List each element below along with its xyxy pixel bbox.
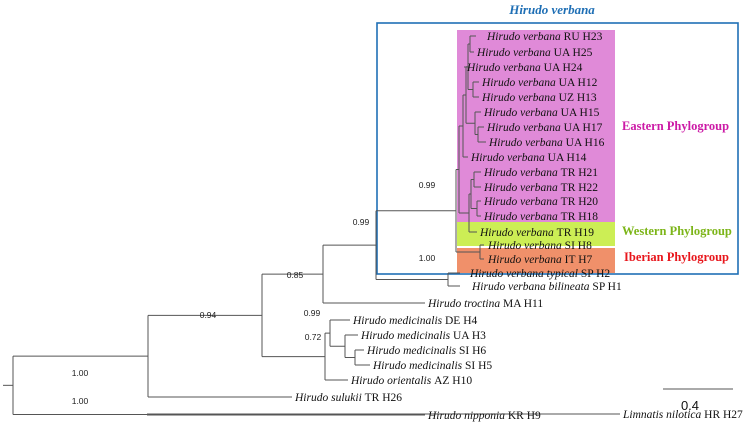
leaf-label: Hirudo medicinalis SI H6 bbox=[366, 345, 486, 357]
leaf-label: Hirudo verbana UA H12 bbox=[481, 77, 598, 89]
tree-branches bbox=[3, 35, 620, 416]
iberian-phylogroup-highlight bbox=[457, 248, 615, 273]
leaf-label: Hirudo troctina MA H11 bbox=[427, 298, 543, 310]
leaf-label: Hirudo orientalis AZ H10 bbox=[350, 375, 472, 387]
leaf-label: Hirudo verbana TR H20 bbox=[483, 196, 598, 208]
leaf-label: Hirudo nipponia KR H9 bbox=[427, 410, 541, 422]
leaf-label: Hirudo verbana TR H18 bbox=[483, 211, 598, 223]
leaf-label: Hirudo medicinalis UA H3 bbox=[360, 330, 486, 342]
leaf-label: Hirudo verbana UA H15 bbox=[483, 107, 600, 119]
hirudo-verbana-frame bbox=[376, 22, 739, 275]
leaf-label: Hirudo verbana TR H22 bbox=[483, 182, 598, 194]
leaf-label: Hirudo verbana TR H19 bbox=[479, 227, 594, 239]
support-value: 1.00 bbox=[72, 396, 89, 406]
support-value: 1.00 bbox=[419, 253, 436, 263]
leaf-label: Hirudo medicinalis DE H4 bbox=[352, 315, 478, 327]
leaf-label: Hirudo verbana typical SP H2 bbox=[469, 268, 610, 280]
leaf-label: Hirudo verbana UA H14 bbox=[470, 152, 587, 164]
eastern-phylogroup-label: Eastern Phylogroup bbox=[622, 119, 729, 133]
leaf-label: Hirudo verbana UA H24 bbox=[466, 62, 583, 74]
leaf-label: Limnatis nilotica HR H27 bbox=[622, 409, 743, 421]
support-value: 1.00 bbox=[72, 368, 89, 378]
hirudo-verbana-title: Hirudo verbana bbox=[508, 2, 595, 17]
eastern-phylogroup-highlight bbox=[457, 30, 615, 222]
leaf-label: Hirudo verbana UA H25 bbox=[476, 47, 593, 59]
support-value: 0.72 bbox=[305, 332, 322, 342]
leaf-label: Hirudo verbana TR H21 bbox=[483, 167, 598, 179]
western-phylogroup-highlight bbox=[457, 222, 615, 246]
leaf-label: Hirudo verbana bilineata SP H1 bbox=[471, 281, 622, 293]
leaf-label: Hirudo verbana UA H16 bbox=[488, 137, 605, 149]
leaf-label: Hirudo verbana UA H17 bbox=[486, 122, 603, 134]
support-value: 0.99 bbox=[419, 180, 436, 190]
support-value: 0.99 bbox=[353, 217, 370, 227]
leaf-label: Hirudo verbana SI H8 bbox=[487, 240, 592, 252]
support-values: 1.00 0.94 0.85 0.99 0.99 1.00 0.99 0.72 1.00 bbox=[72, 180, 436, 406]
leaf-label: Hirudo verbana UZ H13 bbox=[481, 92, 597, 104]
support-value: 0.99 bbox=[304, 308, 321, 318]
leaf-label: Hirudo medicinalis SI H5 bbox=[372, 360, 492, 372]
western-phylogroup-label: Western Phylogroup bbox=[622, 224, 732, 238]
iberian-phylogroup-label: Iberian Phylogroup bbox=[624, 250, 729, 264]
leaf-label: Hirudo verbana RU H23 bbox=[486, 31, 603, 43]
leaf-label: Hirudo sulukii TR H26 bbox=[294, 392, 402, 404]
support-value: 0.94 bbox=[200, 310, 217, 320]
leaf-label: Hirudo verbana IT H7 bbox=[487, 254, 592, 266]
scale-label: 0.4 bbox=[681, 398, 699, 413]
support-value: 0.85 bbox=[287, 270, 304, 280]
